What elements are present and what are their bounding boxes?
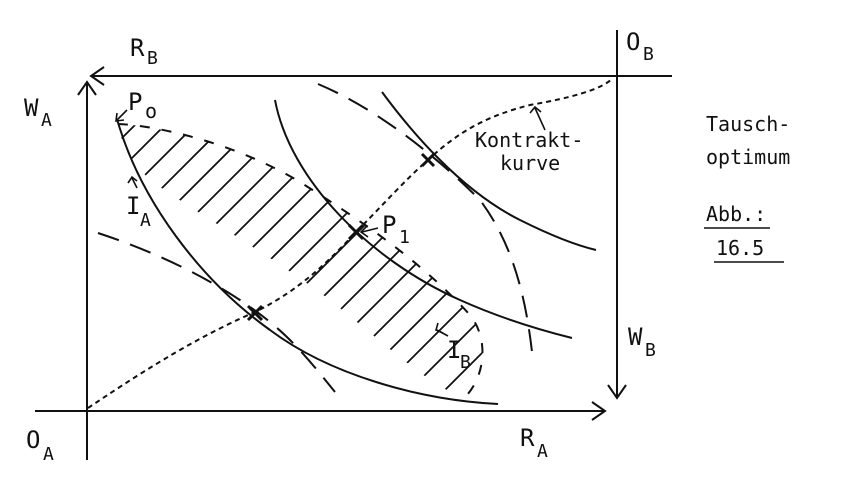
- label-p0: P o: [128, 88, 157, 123]
- label-ob-sub: B: [643, 44, 654, 65]
- tangency-marker-upper: [420, 152, 436, 168]
- label-wb-main: W: [628, 323, 643, 351]
- label-ib-main: I: [447, 336, 461, 364]
- indifference-curve-a-upper: [381, 91, 597, 251]
- label-wb: W B: [628, 323, 656, 361]
- label-kontrakt-line1: Kontrakt-: [475, 128, 583, 152]
- label-oa: O A: [26, 426, 54, 465]
- caption-figure-number: 16.5: [716, 236, 764, 260]
- axis-ra-arrowhead: [591, 401, 607, 421]
- label-wb-sub: B: [645, 340, 656, 361]
- pointer-p0: [116, 109, 128, 121]
- label-p0-sub: o: [145, 99, 157, 123]
- caption-title-line2: optimum: [706, 145, 790, 169]
- contract-curve: [87, 78, 613, 409]
- pointer-kontrakt: [534, 107, 546, 131]
- indifference-curve-b-upper: [317, 83, 533, 353]
- tangency-marker-lower: [246, 304, 264, 322]
- label-oa-main: O: [26, 426, 40, 454]
- indifference-curve-b-p1: [97, 232, 336, 393]
- label-ra-sub: A: [537, 441, 548, 462]
- indifference-curve-ia: [116, 118, 499, 405]
- label-wa-sub: A: [41, 110, 52, 131]
- label-p1: P 1: [382, 211, 410, 248]
- axis-wa-arrowhead: [77, 80, 97, 96]
- label-ia-main: I: [126, 192, 140, 220]
- caption-title-line1: Tausch-: [706, 112, 790, 136]
- label-p0-main: P: [128, 88, 142, 116]
- exchange-lens-hatching: [118, 124, 483, 396]
- tangency-marker-p1: [347, 223, 365, 241]
- axis-rb-arrowhead: [89, 66, 105, 86]
- label-p1-sub: 1: [399, 227, 410, 248]
- label-ia: I A: [126, 192, 151, 231]
- label-ra: R A: [520, 424, 548, 462]
- label-rb-sub: B: [147, 48, 158, 69]
- label-ia-sub: A: [140, 210, 151, 231]
- label-kontrakt-line2: kurve: [500, 151, 560, 175]
- label-ib-sub: B: [460, 352, 471, 373]
- axis-wb-arrowhead: [607, 384, 627, 400]
- label-ib: I B: [447, 336, 471, 373]
- box-axes: [35, 30, 672, 460]
- caption-figure-label: Abb.:: [706, 202, 766, 226]
- indifference-curve-ib: [117, 123, 484, 401]
- indifference-curve-a-p1: [274, 99, 573, 339]
- label-wa: W A: [24, 94, 52, 131]
- pointer-arrows: [116, 107, 546, 337]
- label-ob: O B: [626, 28, 654, 65]
- label-ob-main: O: [626, 28, 640, 56]
- label-rb: R B: [130, 34, 158, 69]
- label-oa-sub: A: [43, 444, 54, 465]
- pointer-p1: [361, 227, 379, 233]
- label-ra-main: R: [520, 424, 535, 452]
- pointer-arrowheads: [115, 105, 542, 334]
- label-p1-main: P: [382, 211, 396, 239]
- label-wa-main: W: [24, 94, 39, 122]
- pointer-ia: [131, 177, 138, 189]
- label-rb-main: R: [130, 34, 145, 62]
